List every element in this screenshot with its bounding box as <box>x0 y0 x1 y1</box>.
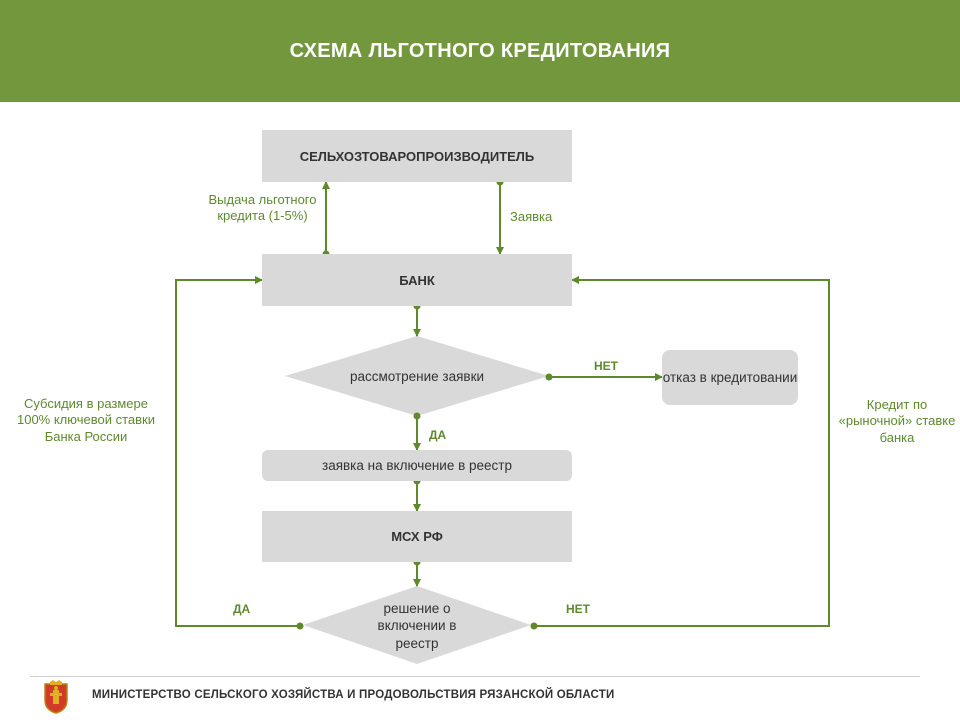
footer-organization: МИНИСТЕРСТВО СЕЛЬСКОГО ХОЗЯЙСТВА И ПРОДО… <box>92 689 615 701</box>
market-credit-label: Кредит по «рыночной» ставке банка <box>838 397 956 445</box>
no-label-decision: НЕТ <box>566 602 590 616</box>
application-label: Заявка <box>510 209 553 224</box>
producer-box: СЕЛЬХОЗТОВАРОПРОИЗВОДИТЕЛЬ <box>262 130 572 182</box>
decision-label: решение о включении в реестр <box>377 600 457 651</box>
refusal-box: отказ в кредитовании <box>662 350 798 405</box>
header-bar <box>0 0 960 102</box>
review-diamond <box>285 336 549 416</box>
page-title: СХЕМА ЛЬГОТНОГО КРЕДИТОВАНИЯ <box>289 39 671 62</box>
review-label: рассмотрение заявки <box>349 369 485 385</box>
decision-diamond <box>303 586 531 664</box>
no-label-review: НЕТ <box>594 359 618 373</box>
ryazan-emblem-icon <box>44 680 68 714</box>
loan-issue-label: Выдача льготного кредита (1-5%) <box>208 192 317 224</box>
yes-label-decision: ДА <box>233 602 251 616</box>
footer-divider <box>30 676 920 677</box>
msh-box: МСХ РФ <box>262 511 572 562</box>
bank-box: БАНК <box>262 254 572 306</box>
registry-request-box: заявка на включение в реестр <box>262 450 572 481</box>
yes-label-review: ДА <box>429 428 447 442</box>
arrow-market-loop <box>534 276 830 627</box>
arrow-subsidy-loop <box>175 276 300 627</box>
subsidy-label: Субсидия в размере 100% ключевой ставки … <box>16 396 155 444</box>
